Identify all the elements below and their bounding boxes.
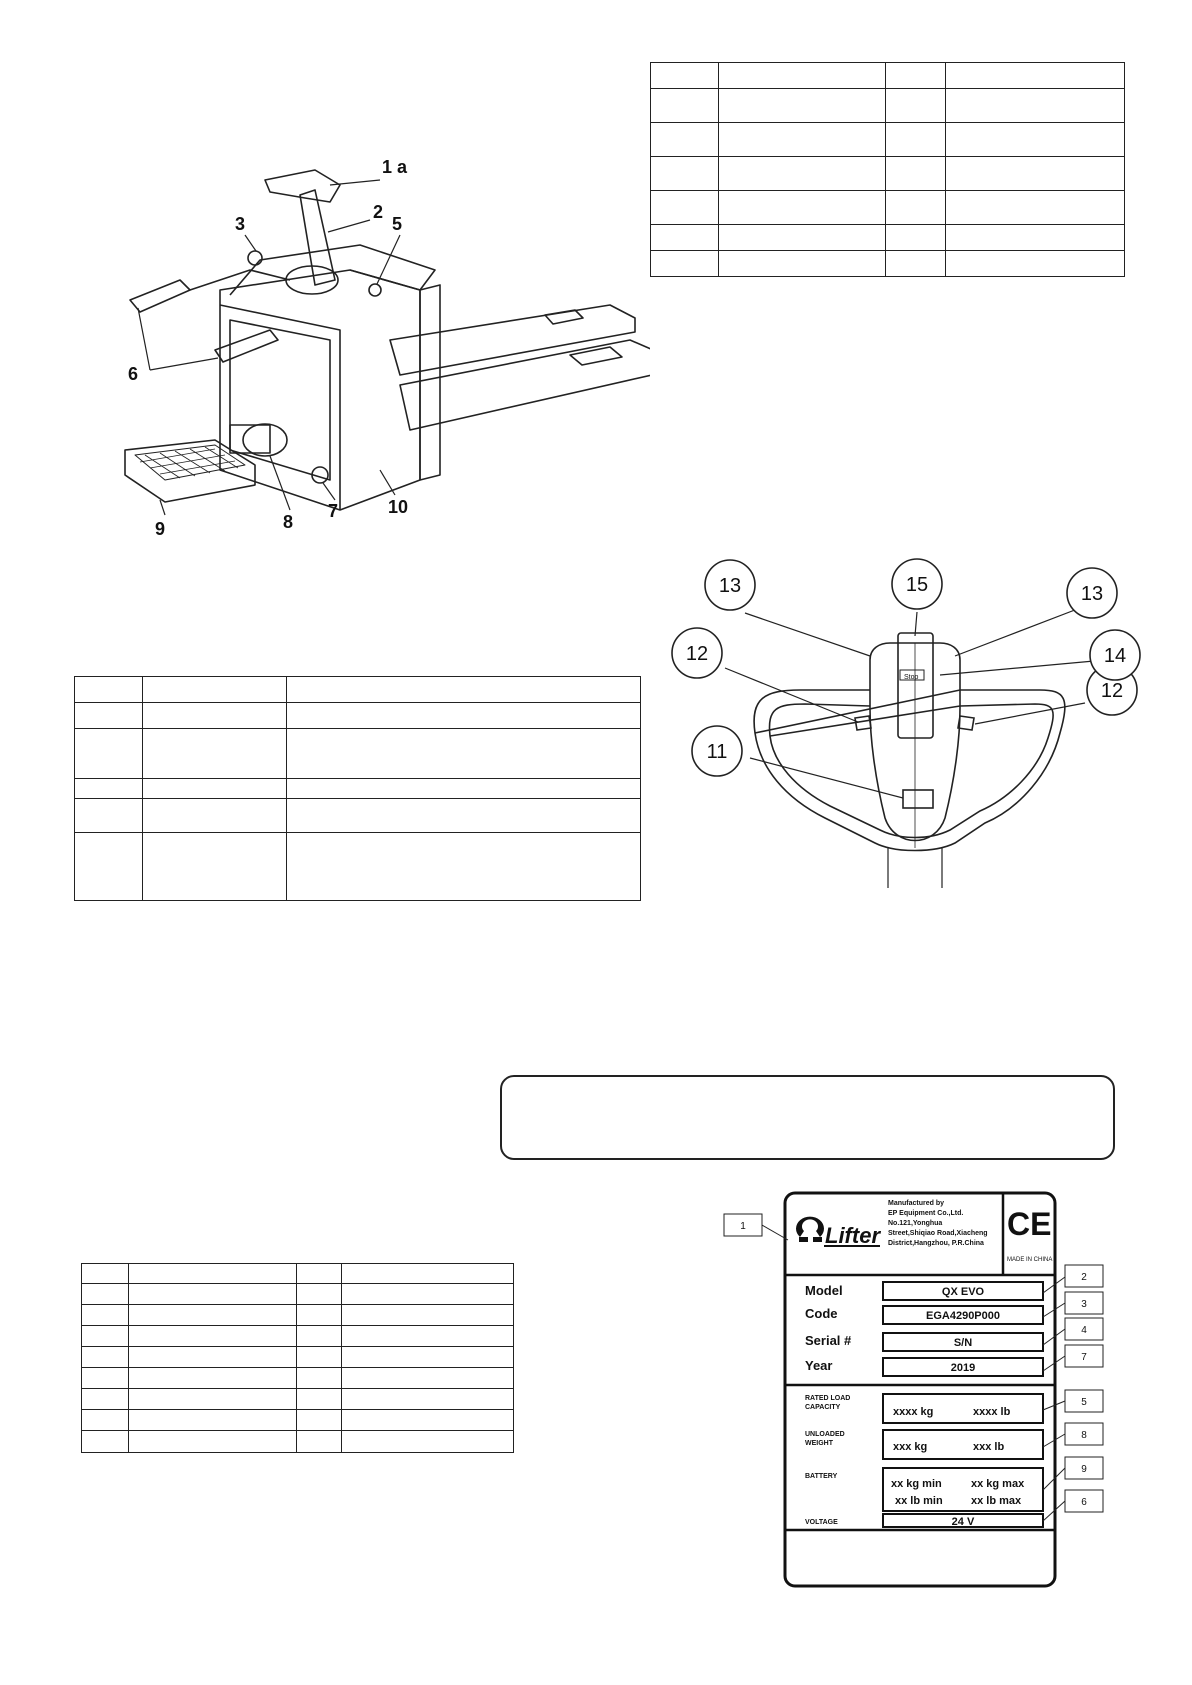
handle-callout-12-left: 12: [686, 643, 708, 665]
handle-callout-12-left-circle: [671, 627, 723, 679]
handle-callout-12-right: 12: [1101, 680, 1123, 702]
horn-button-left: [854, 715, 872, 731]
manufacturer-line-2: EP Equipment Co.,Ltd.: [888, 1210, 963, 1217]
manufacturer-line-5: District,Hangzhou, P.R.China: [888, 1240, 984, 1247]
code-value-box: [882, 1305, 1044, 1325]
unloaded-label-2: WEIGHT: [805, 1440, 834, 1447]
unloaded-label-1: UNLOADED: [805, 1431, 845, 1438]
tiller-head-illustration: Stop 11 12 12 13 13 14 15: [671, 558, 1141, 888]
truck-callout-9: 9: [155, 519, 165, 539]
stop-label: [899, 669, 925, 681]
handle-callout-14-circle: [1089, 629, 1141, 681]
emergency-plug: [368, 283, 382, 297]
lifter-logo: Lifter: [796, 1216, 881, 1248]
plate-callout-1: 1: [740, 1221, 746, 1232]
platform: [124, 439, 256, 503]
nameplate-illustration: Lifter Manufactured by EP Equipment Co.,…: [723, 1191, 1104, 1588]
stop-text: Stop: [904, 674, 919, 681]
voltage-label: VOLTAGE: [805, 1519, 838, 1526]
serial-label: Serial #: [805, 1333, 852, 1348]
side-handle-right: [214, 329, 279, 363]
lifter-logo-mark: [796, 1216, 824, 1237]
battery-label: BATTERY: [805, 1473, 838, 1480]
ce-mark: CE: [1007, 1206, 1051, 1242]
plate-callout-7: 7: [1081, 1352, 1087, 1363]
battery-lb-max: xx lb max: [971, 1495, 1022, 1507]
battery-lb-min: xx lb min: [895, 1495, 943, 1507]
lifter-logo-text: Lifter: [825, 1223, 881, 1248]
handle-callout-11: 11: [707, 741, 728, 763]
rated-lb: xxxx lb: [973, 1406, 1011, 1418]
handle-callout-13-right: 13: [1081, 583, 1103, 605]
bottom-left-table: [81, 1263, 514, 1453]
plate-callout-3: 3: [1081, 1299, 1087, 1310]
made-in-china: MADE IN CHINA: [1007, 1257, 1052, 1263]
battery-kg-max: xx kg max: [971, 1478, 1025, 1490]
model-label: Model: [805, 1283, 843, 1298]
belly-button: [902, 789, 934, 809]
tiller-handle-loop: [753, 689, 1066, 852]
code-label: Code: [805, 1306, 838, 1321]
plate-callout-9: 9: [1081, 1464, 1087, 1475]
model-value-box: [882, 1281, 1044, 1301]
truck-callout-7: 7: [328, 501, 338, 521]
handle-callout-11-circle: [691, 725, 743, 777]
handle-callout-13-left-circle: [704, 559, 756, 611]
note-box: [500, 1075, 1115, 1160]
truck-callout-3: 3: [235, 214, 245, 234]
nameplate-frame: [783, 1191, 1057, 1588]
truck-callout-2: 2: [373, 202, 383, 222]
plate-callout-2-box: [1064, 1264, 1104, 1288]
key-switch: [247, 250, 263, 266]
rated-kg: xxxx kg: [893, 1406, 933, 1418]
unloaded-kg: xxx kg: [893, 1441, 927, 1453]
model-value: QX EVO: [942, 1286, 985, 1298]
truck-callout-5: 5: [392, 214, 402, 234]
year-label: Year: [805, 1358, 832, 1373]
truck-callout-1a: 1 a: [382, 157, 408, 177]
handle-callout-13-right-circle: [1066, 567, 1118, 619]
handle-callout-15-circle: [891, 558, 943, 610]
unloaded-lb: xxx lb: [973, 1441, 1004, 1453]
plate-callout-6: 6: [1081, 1497, 1087, 1508]
rated-load-value-box: [882, 1393, 1044, 1424]
handle-callout-15: 15: [906, 574, 928, 596]
handle-callout-14: 14: [1104, 645, 1126, 667]
drive-wheel: [242, 423, 288, 457]
truck-body: [219, 269, 421, 511]
voltage-value: 24 V: [952, 1516, 975, 1528]
manufacturer-line-3: No.121,Yonghua: [888, 1220, 942, 1227]
side-handle-left: [129, 279, 191, 313]
truck-callout-8: 8: [283, 512, 293, 532]
tiller-arm: [299, 189, 336, 286]
serial-value-box: [882, 1332, 1044, 1352]
serial-value: S/N: [954, 1337, 972, 1349]
plate-callout-8: 8: [1081, 1430, 1087, 1441]
castor-wheel: [311, 466, 329, 484]
center-display: [897, 632, 934, 739]
unloaded-weight-value-box: [882, 1429, 1044, 1460]
handle-callout-13-left: 13: [719, 575, 741, 597]
code-value: EGA4290P000: [926, 1310, 1000, 1322]
truck-callout-10: 10: [388, 497, 408, 517]
fork-upper: [389, 304, 636, 376]
manufacturer-line-4: Street,Shiqiao Road,Xiacheng: [888, 1230, 988, 1237]
top-right-table: [650, 62, 1125, 277]
fork-lower: [399, 339, 650, 431]
year-value-box: [882, 1357, 1044, 1377]
rated-label-1: RATED LOAD: [805, 1395, 850, 1402]
battery-kg-min: xx kg min: [891, 1478, 942, 1490]
manufacturer-line-1: Manufactured by: [888, 1200, 944, 1207]
truck-illustration: 1 a 2 3 5 6 7 8 9 10: [124, 157, 650, 539]
horn-button-right: [957, 715, 975, 731]
plate-callout-4: 4: [1081, 1325, 1087, 1336]
truck-callout-6: 6: [128, 364, 138, 384]
rated-label-2: CAPACITY: [805, 1404, 841, 1411]
plate-callout-5: 5: [1081, 1397, 1087, 1408]
middle-left-table: [74, 676, 641, 901]
year-value: 2019: [951, 1362, 975, 1374]
plate-callout-2: 2: [1081, 1272, 1087, 1283]
